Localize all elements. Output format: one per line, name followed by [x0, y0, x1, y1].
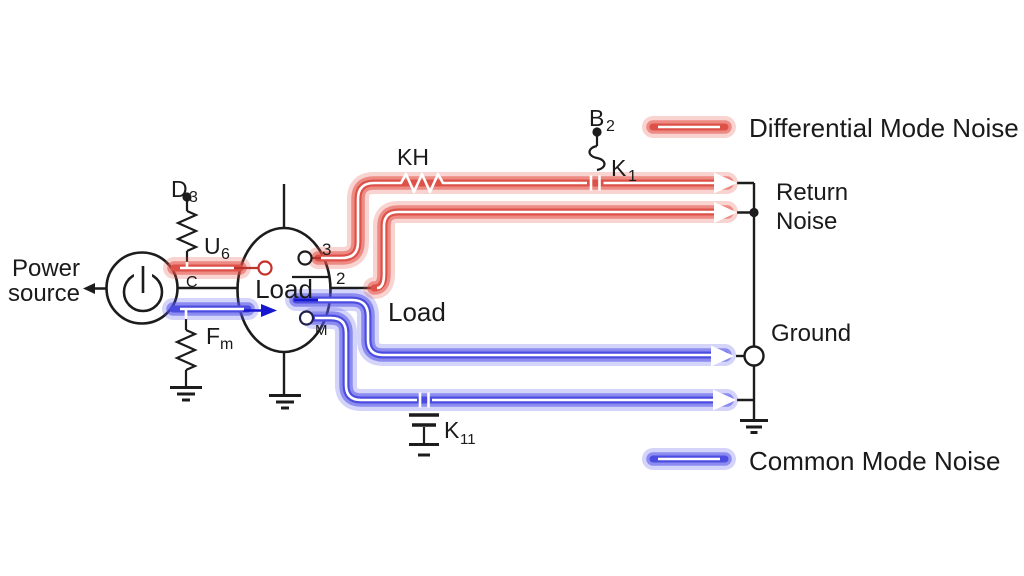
- power-source-label-line1: Power: [12, 255, 80, 282]
- kh-resistor-icon: [397, 172, 447, 194]
- return-arrow-2-icon: [714, 202, 737, 223]
- current-arrow-icon: [261, 304, 277, 317]
- terminal-3-label: 3: [322, 240, 331, 259]
- component-b2-label: B: [589, 105, 604, 131]
- ground-arrow-1-icon: [711, 345, 734, 367]
- ground-label: Ground: [771, 320, 851, 347]
- load-terminals: [228, 250, 334, 326]
- return-noise-label-line1: Return: [776, 179, 848, 206]
- component-b2-node: [588, 127, 606, 172]
- component-fm-sub: m: [220, 336, 233, 353]
- component-k11-capacitor: [409, 413, 439, 457]
- ground-bus: [736, 181, 768, 434]
- b2-node-dot: [592, 127, 602, 137]
- squiggle-wire-icon: [588, 144, 606, 172]
- ground-icon: [170, 386, 202, 402]
- component-u6-label: U: [204, 233, 221, 259]
- terminal-3-circle: [297, 250, 313, 266]
- component-kh-label: KH: [397, 144, 429, 170]
- power-source-label-line2: source: [8, 280, 80, 307]
- component-d3-label: D: [171, 176, 188, 202]
- terminal-c-circle: [257, 260, 273, 276]
- component-fm-resistor: [170, 318, 202, 402]
- component-k1-label: K: [611, 155, 627, 181]
- load-center-label: Load: [255, 274, 313, 304]
- left-arrowhead-icon: [83, 283, 95, 294]
- noise-path-cores: [180, 172, 737, 411]
- legend-common-label: Common Mode Noise: [749, 446, 1000, 476]
- power-icon: [122, 266, 164, 313]
- component-d3-sub: 3: [189, 189, 198, 206]
- terminal-m-label: M: [315, 322, 328, 339]
- component-k11-label: K: [444, 417, 460, 443]
- terminal-m-circle: [298, 310, 315, 326]
- k11-series-gap-icon: [418, 392, 430, 408]
- ground-icon: [740, 419, 768, 434]
- ground-icon: [269, 394, 301, 410]
- legend-differential-label: Differential Mode Noise: [749, 113, 1019, 143]
- k1-capacitor-icon: [589, 175, 601, 191]
- d3-node-dot: [182, 192, 192, 202]
- component-u6-sub: 6: [221, 246, 230, 263]
- load-right-label: Load: [388, 297, 446, 327]
- junction-dot: [749, 207, 759, 218]
- text-labels: Power source D 3 U 6 C F m KH B 2 K 1 3 …: [8, 105, 1019, 476]
- ground-node-circle: [743, 345, 765, 367]
- terminal-2-label: 2: [336, 269, 345, 288]
- component-k11-sub: 11: [460, 431, 476, 448]
- return-noise-label-line2: Noise: [776, 208, 837, 235]
- component-u6-resistor: [175, 192, 199, 263]
- component-b2-sub: 2: [606, 118, 615, 135]
- component-k1-sub: 1: [628, 168, 637, 185]
- ground-arrow-2-icon: [713, 389, 736, 411]
- wiring: [83, 127, 768, 457]
- return-arrow-1-icon: [714, 172, 737, 194]
- component-fm-label: F: [206, 323, 220, 349]
- terminal-c-label: C: [186, 274, 198, 291]
